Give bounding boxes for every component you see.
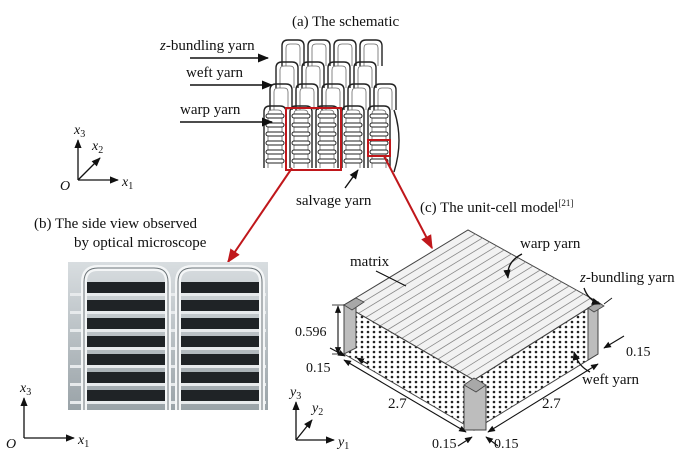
svg-text:x2: x2 (91, 139, 103, 156)
svg-text:O: O (60, 179, 70, 194)
panel-b-title-line2: by optical microscope (74, 235, 207, 251)
axes-a: O x1 x3 x2 (60, 123, 133, 194)
panel-c-title: (c) The unit-cell model[21] (420, 198, 573, 216)
highlight-box-small (367, 139, 391, 157)
label-matrix: matrix (350, 254, 390, 270)
label-z-bundling-model: z-bundling yarn (579, 270, 675, 286)
axes-b: O x1 x3 (6, 381, 89, 452)
label-bundling-yarn: z-bundling yarn (159, 38, 255, 54)
dim-right-thickness: 0.15 (626, 345, 651, 360)
arrow-to-panel-b (227, 167, 293, 264)
dim-bottom-right: 0.15 (494, 437, 519, 452)
svg-text:O: O (6, 437, 16, 452)
svg-text:x3: x3 (19, 381, 31, 398)
label-salvage-yarn: salvage yarn (296, 193, 372, 209)
svg-text:y1: y1 (336, 435, 349, 452)
axes-c: y1 y3 y2 (288, 385, 349, 452)
label-warp-yarn: warp yarn (180, 102, 241, 118)
arrow-z-bundling-model (583, 287, 601, 305)
dim-left-thickness: 0.15 (306, 361, 331, 376)
dim-bottom-left: 0.15 (432, 437, 457, 452)
highlight-box-large (285, 107, 342, 171)
microscope-photo (68, 262, 268, 410)
arrow-to-panel-c (383, 155, 433, 250)
dim-length-right: 2.7 (542, 396, 561, 412)
svg-text:x1: x1 (121, 175, 133, 192)
svg-text:x1: x1 (77, 433, 89, 450)
arrow-warp-model (503, 253, 523, 279)
panel-a-title: (a) The schematic (292, 14, 400, 30)
leader-matrix (375, 270, 407, 287)
svg-text:y2: y2 (310, 401, 323, 418)
panel-b-title-line1: (b) The side view observed (34, 216, 198, 232)
svg-text:y3: y3 (288, 385, 301, 402)
svg-text:x3: x3 (73, 123, 85, 140)
dim-height: 0.596 (295, 325, 327, 340)
dimension-lines (329, 297, 625, 447)
label-weft-yarn: weft yarn (186, 65, 244, 81)
label-weft-yarn-model: weft yarn (582, 372, 640, 388)
schematic-weave (263, 39, 400, 173)
label-warp-yarn-model: warp yarn (520, 236, 581, 252)
arrow-salvage (344, 169, 359, 189)
dim-length-left: 2.7 (388, 396, 407, 412)
